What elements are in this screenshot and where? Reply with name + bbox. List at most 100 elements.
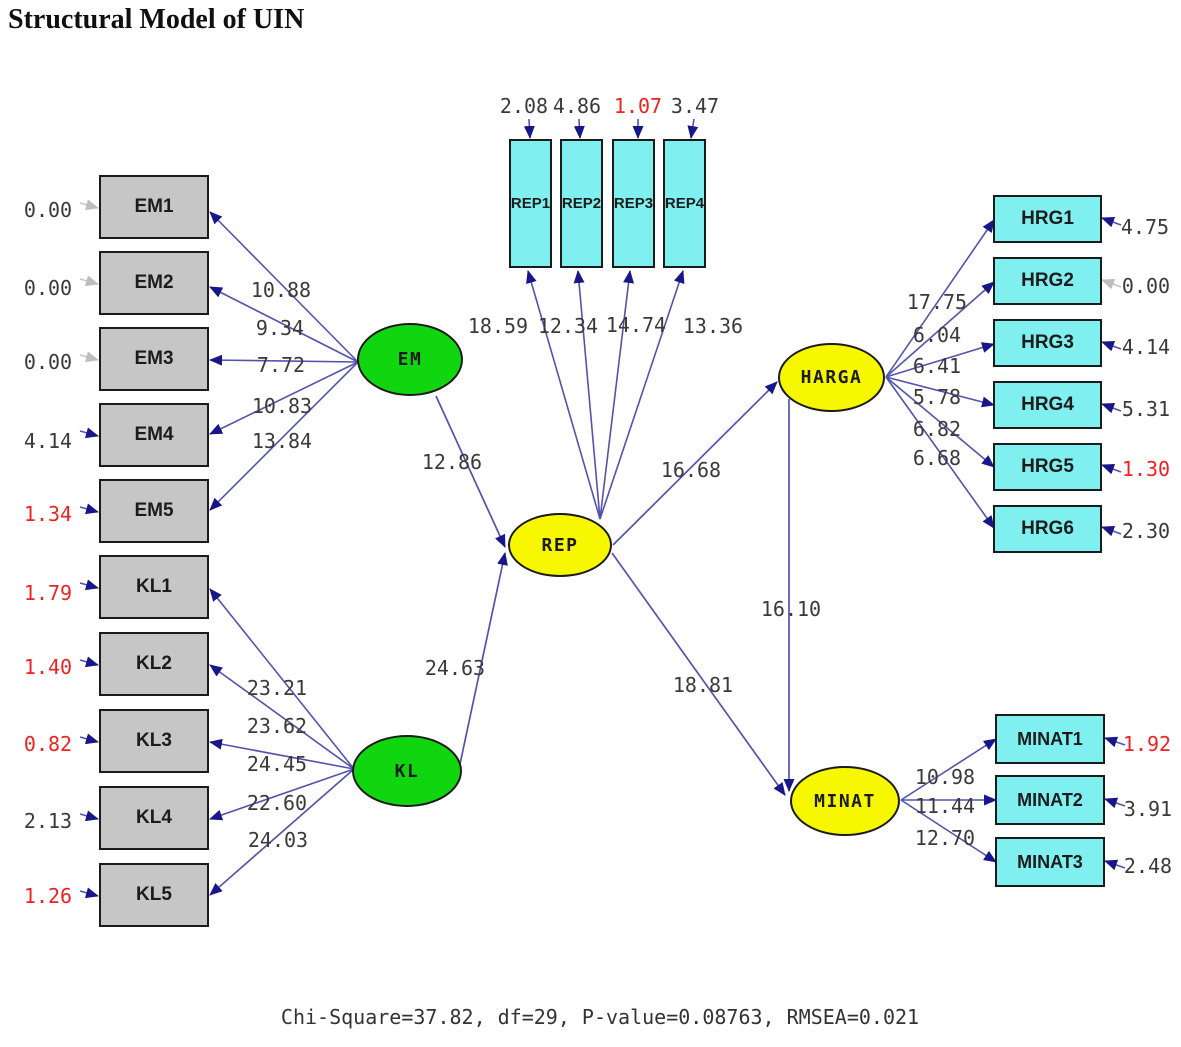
indicator-box-em3: EM3 (99, 327, 209, 391)
arrow-em-em4 (209, 361, 359, 435)
indicator-box-hrg3: HRG3 (993, 319, 1102, 367)
latent-ellipse-kl: KL (352, 735, 462, 807)
error-arrow-hrg2 (1101, 278, 1122, 290)
diagram-title: Structural Model of UIN (8, 4, 305, 35)
rep-measurement-arrows (526, 270, 685, 520)
error-value-kl4: 2.13 (23, 809, 73, 833)
left-error-arrows (79, 199, 99, 899)
error-arrow-kl4 (79, 810, 99, 822)
loading-value-kl5: 24.03 (247, 828, 309, 852)
indicator-box-hrg6: HRG6 (993, 505, 1102, 553)
indicator-box-rep1: REP1 (509, 139, 552, 268)
error-value-minat2: 3.91 (1123, 797, 1173, 821)
indicator-box-em2: EM2 (99, 251, 209, 315)
arrow-rep-harga (612, 381, 778, 546)
error-arrow-hrg4 (1101, 402, 1122, 414)
indicator-label: KL5 (136, 884, 172, 905)
indicator-box-rep3: REP3 (612, 139, 655, 268)
rep-error-arrows (523, 118, 699, 139)
arrow-kl-rep (459, 552, 508, 765)
arrow-em-em2 (209, 286, 359, 363)
indicator-label: MINAT3 (1017, 851, 1083, 872)
indicator-label: MINAT1 (1017, 728, 1083, 749)
arrow-em-em5 (209, 361, 359, 511)
indicator-box-minat1: MINAT1 (995, 714, 1105, 764)
error-value-hrg6: 2.30 (1121, 519, 1171, 543)
latent-label: MINAT (814, 790, 876, 812)
indicator-box-kl1: KL1 (99, 555, 209, 619)
arrow-harga-hrg6 (885, 376, 995, 529)
arrow-harga-hrg4 (885, 376, 995, 408)
indicator-label: EM4 (134, 424, 174, 445)
indicator-box-kl5: KL5 (99, 863, 209, 927)
indicator-box-minat2: MINAT2 (995, 775, 1105, 825)
error-value-minat3: 2.48 (1123, 854, 1173, 878)
error-value-kl3: 0.82 (23, 732, 73, 756)
error-value-kl5: 1.26 (23, 884, 73, 908)
loading-value-minat1: 10.98 (914, 765, 976, 789)
loading-value-em3: 7.72 (256, 353, 306, 377)
indicator-box-kl2: KL2 (99, 632, 209, 696)
arrow-harga-hrg2 (885, 281, 995, 378)
arrow-harga-hrg1 (885, 219, 995, 378)
indicator-label: HRG5 (1021, 456, 1074, 477)
loading-value-hrg4: 5.78 (912, 385, 962, 409)
em-measurement-arrows (209, 211, 359, 511)
error-value-minat1: 1.92 (1122, 732, 1172, 756)
indicator-label: REP2 (561, 195, 602, 212)
error-value-em2: 0.00 (23, 276, 73, 300)
error-value-hrg3: 4.14 (1121, 335, 1171, 359)
indicator-box-em5: EM5 (99, 479, 209, 543)
arrow-em-em3 (209, 354, 359, 366)
error-arrow-kl1 (79, 579, 99, 591)
loading-value-hrg6: 6.68 (912, 446, 962, 470)
kl-measurement-arrows (209, 588, 355, 896)
error-arrow-rep1 (523, 118, 535, 139)
error-arrow-hrg1 (1101, 216, 1122, 228)
arrow-rep-minat (611, 552, 786, 796)
error-arrow-kl5 (79, 887, 99, 899)
error-value-hrg4: 5.31 (1121, 397, 1171, 421)
right-error-arrows (1101, 216, 1126, 871)
loading-value-minat2: 11.44 (914, 794, 976, 818)
latent-label: HARGA (800, 367, 863, 388)
latent-ellipse-rep: REP (508, 513, 612, 577)
indicator-box-kl4: KL4 (99, 786, 209, 850)
indicator-box-hrg1: HRG1 (993, 195, 1102, 243)
loading-value-em4: 10.83 (251, 394, 313, 418)
structural-arrows (435, 381, 795, 796)
error-arrow-hrg3 (1101, 340, 1122, 352)
indicator-label: KL2 (136, 653, 172, 674)
arrow-kl-kl1 (209, 588, 355, 770)
loading-value-minat3: 12.70 (914, 826, 976, 850)
latent-label: KL (394, 760, 420, 782)
error-value-hrg5: 1.30 (1121, 457, 1171, 481)
error-value-rep2: 4.86 (552, 94, 602, 118)
error-arrow-em2 (79, 275, 99, 287)
indicator-label: EM1 (134, 196, 174, 217)
indicator-label: KL3 (136, 730, 172, 751)
error-value-rep1: 2.08 (499, 94, 549, 118)
latent-label: EM (397, 349, 423, 370)
arrow-rep-rep4 (599, 270, 685, 520)
error-value-rep3: 1.07 (613, 94, 663, 118)
loading-value-em5: 13.84 (251, 429, 313, 453)
arrow-harga-hrg3 (885, 342, 995, 378)
arrow-kl-kl4 (209, 768, 355, 821)
latent-ellipse-minat: MINAT (790, 766, 900, 836)
loading-value-em1: 10.88 (250, 278, 312, 302)
indicator-label: EM5 (134, 500, 174, 521)
arrow-em-rep (435, 395, 506, 548)
error-value-kl2: 1.40 (23, 655, 73, 679)
error-value-kl1: 1.79 (23, 581, 73, 605)
error-value-em4: 4.14 (23, 429, 73, 453)
indicator-label: KL4 (136, 807, 172, 828)
latent-ellipse-harga: HARGA (778, 343, 885, 412)
arrow-rep-rep2 (573, 270, 601, 520)
fit-statistics: Chi-Square=37.82, df=29, P-value=0.08763… (280, 1005, 920, 1029)
loading-value-kl4: 22.60 (246, 791, 308, 815)
loading-value-hrg5: 6.82 (912, 417, 962, 441)
error-arrow-em5 (79, 503, 99, 515)
indicator-label: HRG1 (1021, 208, 1074, 229)
